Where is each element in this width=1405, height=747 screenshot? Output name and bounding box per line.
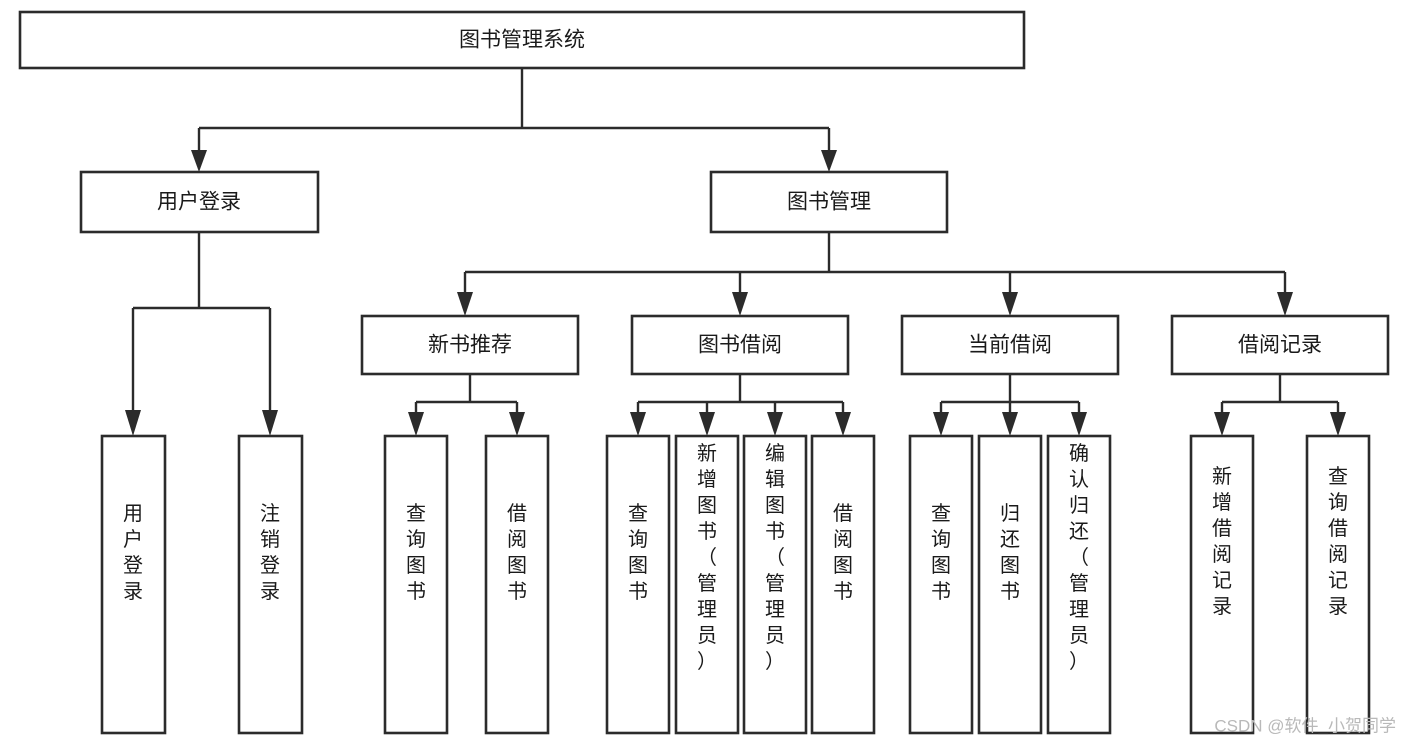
leaf-query-book-1[interactable]: 查询图书 [383,434,449,735]
node-borrow-record-label: 借阅记录 [1238,334,1322,357]
node-new-book-recommend-box[interactable] [360,314,580,376]
node-current-borrow[interactable]: 当前借阅 [900,314,1120,376]
arrowhead-bb-leaf1 [630,412,646,436]
node-current-borrow-label: 当前借阅 [968,334,1052,357]
leaf-add-book-label: 新增图书（管理员） [697,442,717,673]
arrowhead-book-borrow [732,292,748,316]
leaf-query-book-1-box[interactable] [383,434,449,735]
leaf-confirm-return-box[interactable] [1046,434,1112,735]
leaf-borrow-book-2[interactable]: 借阅图书 [810,434,876,735]
node-root[interactable]: 图书管理系统 [18,10,1026,70]
leaf-borrow-book-2-label: 借阅图书 [833,502,853,603]
leaf-edit-book[interactable]: 编辑图书（管理员） [742,434,808,735]
arrowhead-nbr-leaf2 [509,412,525,436]
arrowhead-br-leaf1 [1214,412,1230,436]
node-book-borrow-label: 图书借阅 [698,334,782,357]
leaf-borrow-book-1-label: 借阅图书 [507,502,527,603]
node-borrow-record-box[interactable] [1170,314,1390,376]
leaf-borrow-book-1-box[interactable] [484,434,550,735]
leaf-user-logout-box[interactable] [237,434,304,735]
leaf-user-login[interactable]: 用户登录 [100,434,167,735]
leaf-borrow-book-2-box[interactable] [810,434,876,735]
node-new-book-recommend-label: 新书推荐 [428,334,512,357]
arrowhead-bb-leaf3 [767,412,783,436]
leaf-edit-book-label: 编辑图书（管理员） [765,442,785,673]
leaf-return-book-label: 归还图书 [1000,502,1020,603]
node-user-login[interactable]: 用户登录 [79,170,320,234]
leaf-user-logout[interactable]: 注销登录 [237,434,304,735]
node-new-book-recommend[interactable]: 新书推荐 [360,314,580,376]
leaf-query-book-3-box[interactable] [908,434,974,735]
arrowhead-borrow-record [1277,292,1293,316]
leaf-query-book-3[interactable]: 查询图书 [908,434,974,735]
arrowhead-leaf-user-logout [262,410,278,436]
leaf-borrow-book-1[interactable]: 借阅图书 [484,434,550,735]
leaf-add-book-box[interactable] [674,434,740,735]
arrowhead-book-manage [821,150,837,172]
connector-layer [125,68,1346,436]
node-borrow-record[interactable]: 借阅记录 [1170,314,1390,376]
leaf-return-book-box[interactable] [977,434,1043,735]
arrowhead-cb-leaf1 [933,412,949,436]
leaf-query-record[interactable]: 查询借阅记录 [1305,434,1371,735]
leaf-add-book[interactable]: 新增图书（管理员） [674,434,740,735]
node-user-login-box[interactable] [79,170,320,234]
leaf-return-book[interactable]: 归还图书 [977,434,1043,735]
node-book-manage-label: 图书管理 [787,191,871,214]
arrowhead-bb-leaf4 [835,412,851,436]
leaf-user-login-box[interactable] [100,434,167,735]
arrowhead-current-borrow [1002,292,1018,316]
leaf-query-book-2-label: 查询图书 [628,502,648,603]
csdn-watermark: CSDN @软件_小贺同学 [1214,716,1396,735]
leaf-query-book-2[interactable]: 查询图书 [605,434,671,735]
leaf-query-record-box[interactable] [1305,434,1371,735]
leaf-query-record-label: 查询借阅记录 [1328,465,1348,618]
leaf-query-book-3-label: 查询图书 [931,502,951,603]
node-book-manage-box[interactable] [709,170,949,234]
leaf-user-login-label: 用户登录 [123,503,143,603]
arrowhead-new-book-recommend [457,292,473,316]
leaf-confirm-return-label: 确认归还（管理员） [1069,442,1089,673]
node-book-manage[interactable]: 图书管理 [709,170,949,234]
arrowhead-cb-leaf3 [1071,412,1087,436]
leaf-add-record-box[interactable] [1189,434,1255,735]
node-root-label: 图书管理系统 [459,29,585,52]
node-book-borrow[interactable]: 图书借阅 [630,314,850,376]
leaf-edit-book-box[interactable] [742,434,808,735]
node-book-borrow-box[interactable] [630,314,850,376]
node-current-borrow-box[interactable] [900,314,1120,376]
leaf-query-book-1-label: 查询图书 [406,502,426,603]
arrowhead-cb-leaf2 [1002,412,1018,436]
arrowhead-leaf-user-login [125,410,141,436]
node-root-box[interactable] [18,10,1026,70]
leaf-add-record-label: 新增借阅记录 [1212,465,1232,618]
leaf-confirm-return[interactable]: 确认归还（管理员） [1046,434,1112,735]
leaf-query-book-2-box[interactable] [605,434,671,735]
arrowhead-bb-leaf2 [699,412,715,436]
arrowhead-br-leaf2 [1330,412,1346,436]
arrowhead-nbr-leaf1 [408,412,424,436]
node-user-login-label: 用户登录 [157,191,241,214]
arrowhead-user-login [191,150,207,172]
leaf-user-logout-label: 注销登录 [260,502,280,603]
leaf-add-record[interactable]: 新增借阅记录 [1189,434,1255,735]
